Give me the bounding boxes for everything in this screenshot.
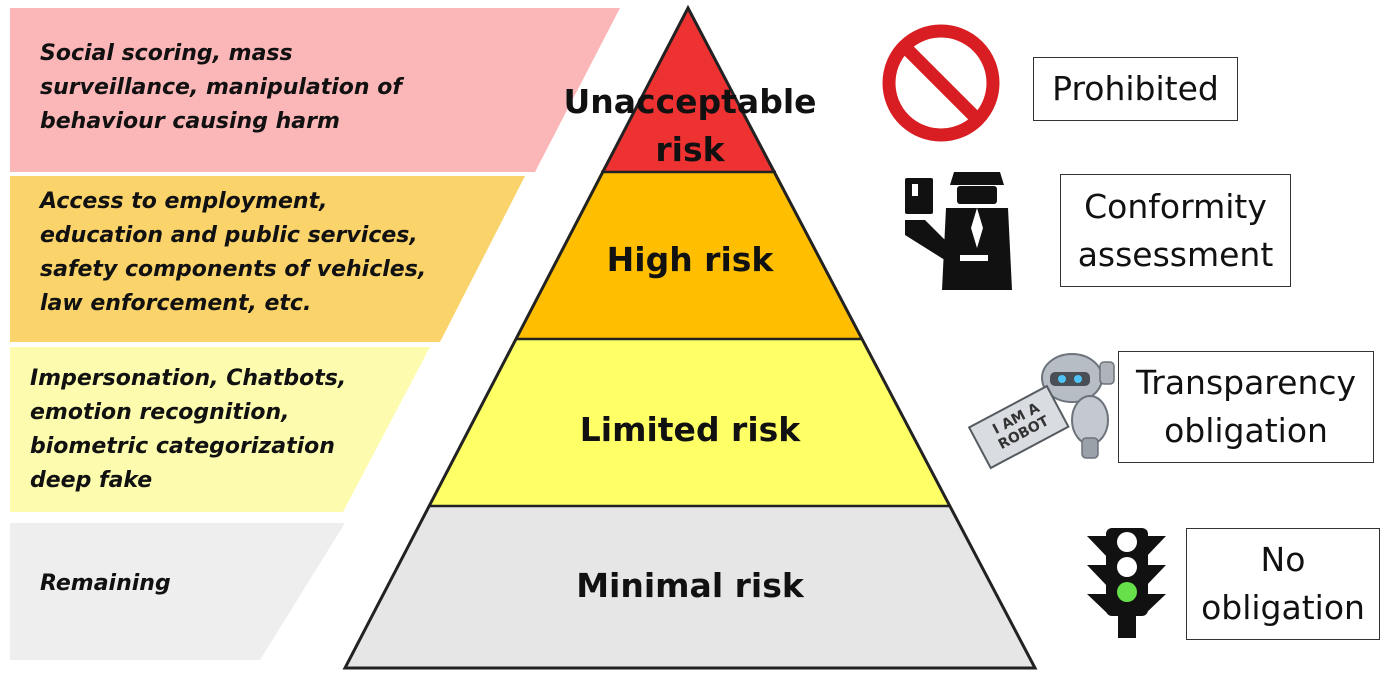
description-unacceptable: Social scoring, mass surveillance, manip… bbox=[40, 37, 560, 139]
tier-label-unacceptable: Unacceptable risk bbox=[560, 78, 820, 174]
description-minimal: Remaining bbox=[40, 567, 560, 601]
description-limited: Impersonation, Chatbots, emotion recogni… bbox=[30, 362, 550, 498]
description-high: Access to employment, education and publ… bbox=[40, 185, 560, 321]
obligation-none: No obligation bbox=[1186, 528, 1380, 640]
description-line: surveillance, manipulation of bbox=[40, 75, 402, 100]
description-line: deep fake bbox=[30, 468, 153, 493]
band-minimal bbox=[10, 523, 345, 660]
description-line: Remaining bbox=[40, 571, 171, 596]
obligation-prohibited: Prohibited bbox=[1033, 57, 1238, 121]
obligation-line: Transparency bbox=[1135, 363, 1357, 402]
tier-label-minimal: Minimal risk bbox=[520, 566, 860, 606]
obligation-line: No bbox=[1260, 540, 1306, 579]
tier-label-line: High risk bbox=[606, 240, 774, 279]
obligation-conformity: Conformity assessment bbox=[1060, 174, 1291, 287]
pyramid-tier-limited bbox=[430, 339, 949, 506]
tier-label-line: risk bbox=[655, 130, 725, 169]
band-high bbox=[10, 176, 525, 342]
tier-label-high: High risk bbox=[540, 240, 840, 280]
description-line: education and public services, bbox=[40, 223, 418, 248]
obligation-line: obligation bbox=[1201, 588, 1365, 627]
description-line: safety components of vehicles, bbox=[40, 257, 427, 282]
prohibited-icon bbox=[882, 24, 1000, 142]
obligation-line: assessment bbox=[1077, 234, 1274, 274]
inspector-icon bbox=[905, 172, 1012, 290]
robot-icon bbox=[967, 353, 1115, 470]
tier-label-line: Limited risk bbox=[579, 410, 801, 449]
tier-label-line: Unacceptable bbox=[563, 82, 817, 121]
pyramid-tier-high bbox=[516, 172, 862, 339]
obligation-line: obligation bbox=[1164, 411, 1328, 450]
description-line: Access to employment, bbox=[40, 189, 328, 214]
tier-label-limited: Limited risk bbox=[520, 410, 860, 450]
description-line: law enforcement, etc. bbox=[40, 291, 312, 316]
description-line: Impersonation, Chatbots, bbox=[30, 366, 347, 391]
obligation-line: Conformity bbox=[1084, 186, 1267, 226]
tier-label-line: Minimal risk bbox=[576, 566, 804, 605]
obligation-line: Prohibited bbox=[1052, 69, 1219, 108]
description-line: behaviour causing harm bbox=[40, 109, 340, 134]
pyramid-tier-minimal bbox=[345, 506, 1035, 668]
band-limited bbox=[10, 347, 430, 512]
description-line: biometric categorization bbox=[30, 434, 335, 459]
pyramid-tier-unacceptable bbox=[601, 8, 776, 172]
traffic-light-icon bbox=[1087, 528, 1166, 638]
description-line: Social scoring, mass bbox=[40, 41, 293, 66]
band-unacceptable bbox=[10, 8, 620, 172]
obligation-transparency: Transparency obligation bbox=[1118, 351, 1374, 463]
description-line: emotion recognition, bbox=[30, 400, 290, 425]
